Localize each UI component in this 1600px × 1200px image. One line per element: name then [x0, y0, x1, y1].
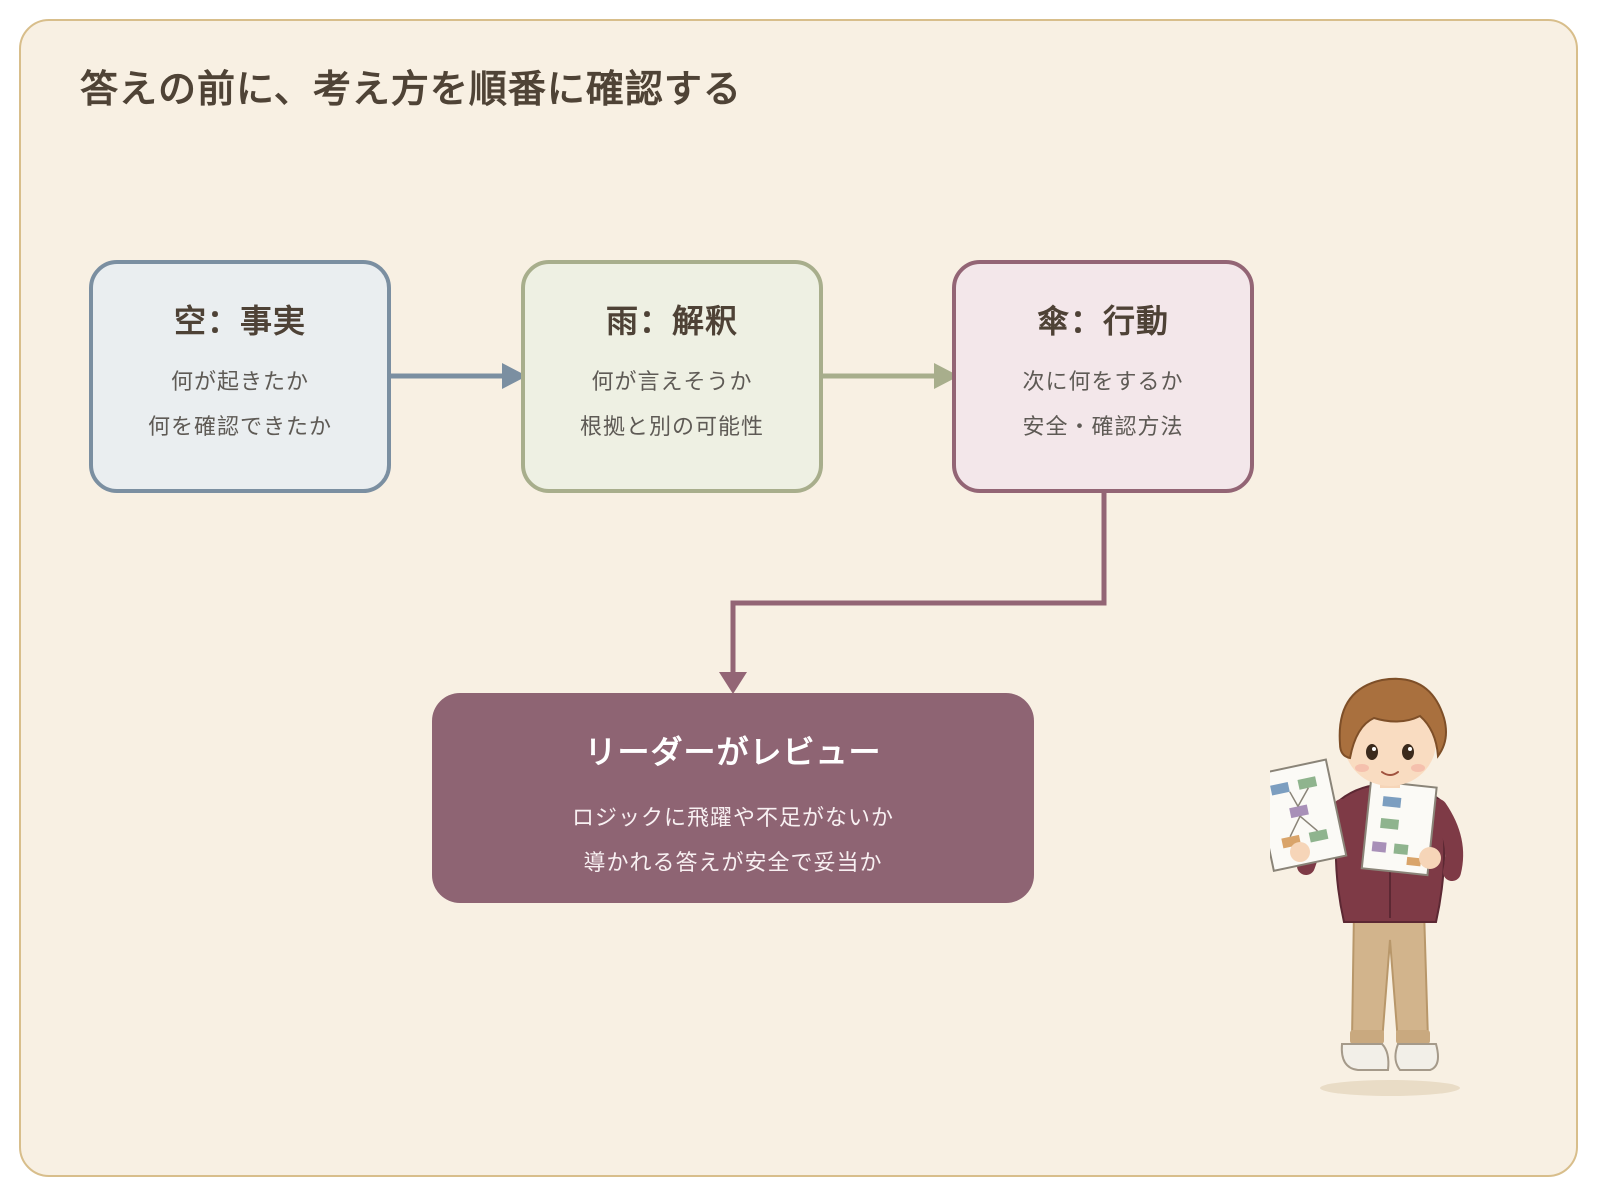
step-line: 根拠と別の可能性: [579, 415, 764, 440]
step-line: 何を確認できたか: [147, 415, 332, 440]
review-line: ロジックに飛躍や不足がないか: [571, 806, 894, 831]
step-line: 何が起きたか: [170, 370, 309, 395]
step-box-interpretation: 雨：解釈 何が言えそうか 根拠と別の可能性: [521, 260, 823, 493]
step-title: 空：事実: [173, 302, 306, 340]
step-line: 次に何をするか: [1022, 370, 1184, 395]
step-box-action: 傘：行動 次に何をするか 安全・確認方法: [952, 260, 1254, 493]
step-line: 何が言えそうか: [591, 370, 753, 395]
boy-illustration: [1270, 677, 1464, 1096]
review-title: リーダーがレビュー: [584, 733, 882, 771]
step-title: 傘：行動: [1036, 302, 1169, 340]
step-box-fact: 空：事実 何が起きたか 何を確認できたか: [89, 260, 391, 493]
step-title: 雨：解釈: [605, 302, 738, 340]
page-title: 答えの前に、考え方を順番に確認する: [80, 67, 742, 111]
review-line: 導かれる答えが安全で妥当か: [583, 851, 883, 876]
step-line: 安全・確認方法: [1022, 415, 1184, 440]
review-box: リーダーがレビュー ロジックに飛躍や不足がないか 導かれる答えが安全で妥当か: [432, 693, 1034, 903]
